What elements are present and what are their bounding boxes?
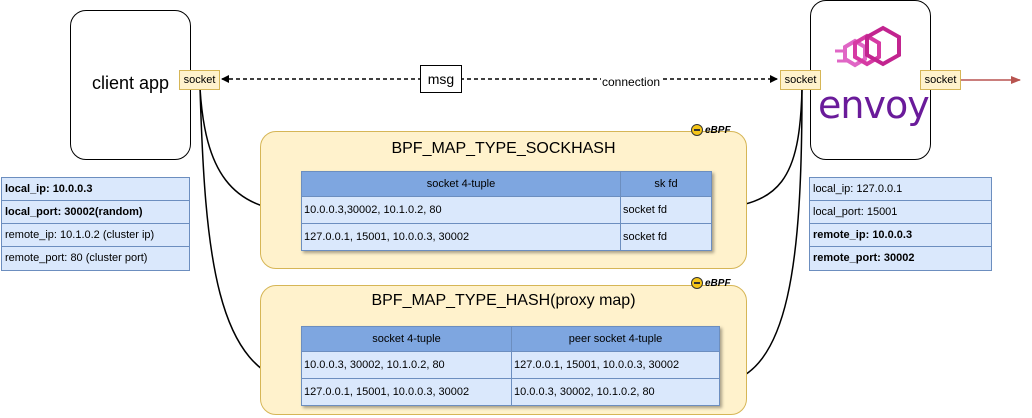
client-app-label: client app (91, 73, 170, 93)
envoy-info-list: local_ip: 127.0.0.1 local_port: 15001 re… (809, 177, 992, 271)
table-cell: socket fd (620, 223, 712, 251)
envoy-logo-icon (835, 25, 901, 68)
envoy-socket-left-tag: socket (780, 70, 821, 90)
sockhash-panel: BPF_MAP_TYPE_SOCKHASH eBPF socket 4-tupl… (260, 124, 747, 269)
sockhash-ebpf-badge: eBPF (691, 124, 731, 136)
msg-box: msg (420, 65, 462, 93)
table-cell: 10.0.0.3, 30002, 10.1.0.2, 80 (511, 378, 720, 406)
table-row: 127.0.0.1, 15001, 10.0.0.3, 30002 socket… (301, 223, 712, 251)
proxymap-title: BPF_MAP_TYPE_HASH(proxy map) (371, 292, 636, 309)
envoy-wordmark: envoy (818, 83, 930, 127)
envoy-local-port-row: local_port: 15001 (810, 201, 991, 224)
table-cell: 10.0.0.3,30002, 10.1.0.2, 80 (301, 196, 621, 224)
envoy-box: envoy (810, 0, 931, 160)
table-row: 10.0.0.3,30002, 10.1.0.2, 80 socket fd (301, 196, 712, 224)
client-info-list: local_ip: 10.0.0.3 local_port: 30002(ran… (1, 177, 190, 271)
table-cell: 127.0.0.1, 15001, 10.0.0.3, 30002 (301, 378, 512, 406)
envoy-remote-port-row: remote_port: 30002 (810, 247, 991, 270)
table-header-cell: peer socket 4-tuple (511, 326, 720, 352)
table-cell: 10.0.0.3, 30002, 10.1.0.2, 80 (301, 351, 512, 379)
table-header-cell: socket 4-tuple (301, 326, 512, 352)
proxymap-ebpf-badge: eBPF (691, 277, 731, 289)
client-app-box: client app (70, 10, 191, 160)
table-header-row: socket 4-tuple peer socket 4-tuple (301, 326, 720, 352)
table-header-row: socket 4-tuple sk fd (301, 171, 712, 197)
sockhash-title: BPF_MAP_TYPE_SOCKHASH (391, 140, 616, 157)
table-header-cell: socket 4-tuple (301, 171, 621, 197)
table-row: 10.0.0.3, 30002, 10.1.0.2, 80 127.0.0.1,… (301, 351, 720, 379)
table-cell: 127.0.0.1, 15001, 10.0.0.3, 30002 (301, 223, 621, 251)
client-remote-ip-row: remote_ip: 10.1.0.2 (cluster ip) (2, 224, 189, 247)
client-local-port-row: local_port: 30002(random) (2, 201, 189, 224)
envoy-local-ip-row: local_ip: 127.0.0.1 (810, 178, 991, 201)
table-cell: socket fd (620, 196, 712, 224)
client-remote-port-row: remote_port: 80 (cluster port) (2, 247, 189, 270)
table-header-cell: sk fd (620, 171, 712, 197)
sockhash-table: socket 4-tuple sk fd 10.0.0.3,30002, 10.… (301, 171, 712, 251)
ebpf-bee-icon (691, 277, 703, 289)
envoy-socket-right-tag: socket (920, 70, 961, 90)
table-cell: 127.0.0.1, 15001, 10.0.0.3, 30002 (511, 351, 720, 379)
ebpf-bee-icon (691, 124, 703, 136)
envoy-remote-ip-row: remote_ip: 10.0.0.3 (810, 224, 991, 247)
client-local-ip-row: local_ip: 10.0.0.3 (2, 178, 189, 201)
table-row: 127.0.0.1, 15001, 10.0.0.3, 30002 10.0.0… (301, 378, 720, 406)
client-socket-tag: socket (179, 70, 220, 90)
proxymap-panel: BPF_MAP_TYPE_HASH(proxy map) eBPF socket… (260, 277, 747, 415)
proxymap-table: socket 4-tuple peer socket 4-tuple 10.0.… (301, 326, 720, 406)
connection-label: connection (601, 75, 662, 89)
